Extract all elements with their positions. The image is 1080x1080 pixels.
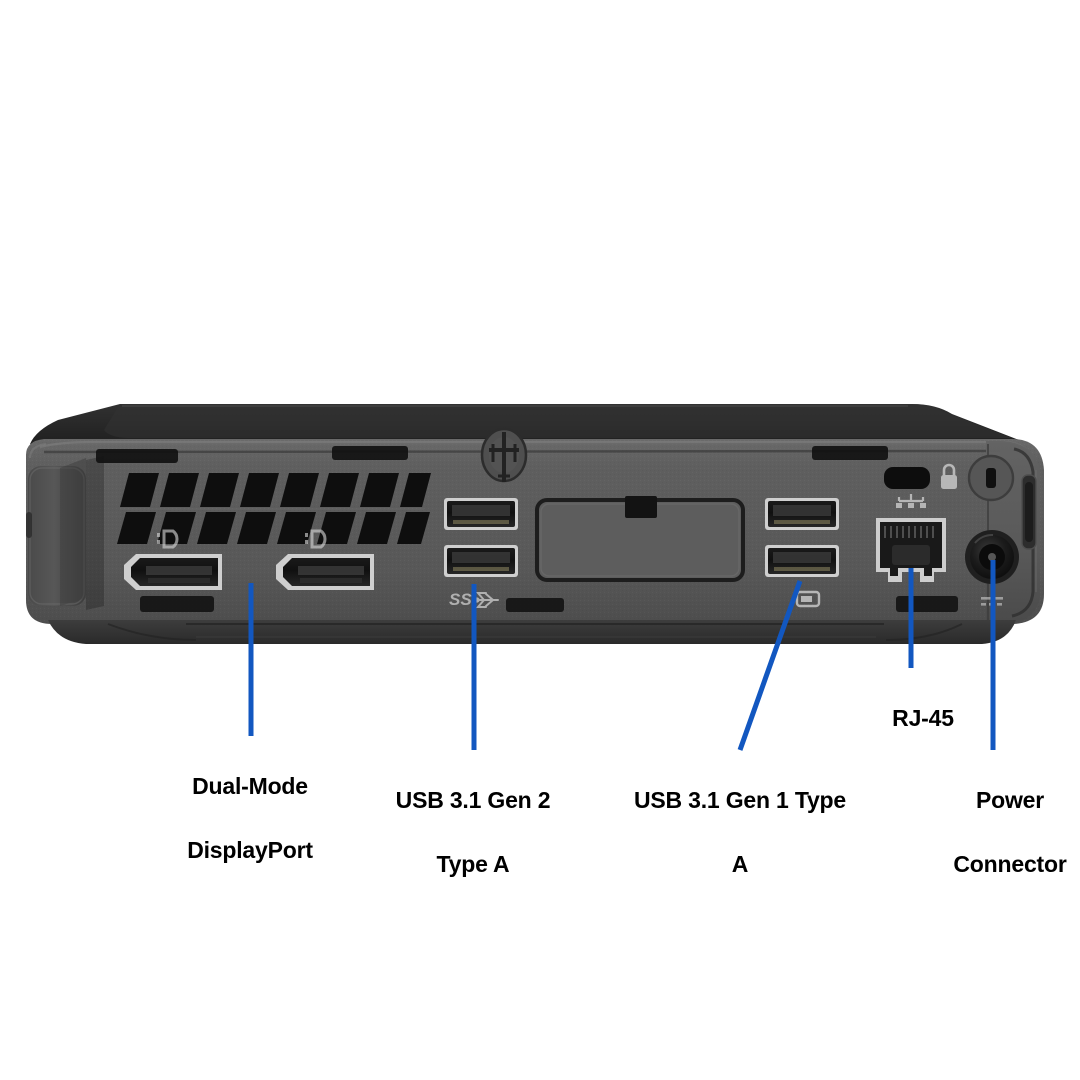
usb-flashing-icon [795, 590, 821, 608]
displayport-icon [305, 529, 327, 549]
usb-gen1-port-bottom[interactable] [765, 545, 839, 577]
callout-line: USB 3.1 Gen 1 Type [634, 787, 846, 813]
top-tab-mid [332, 446, 408, 460]
bottom-tab-3 [896, 596, 958, 612]
expansion-blank-panel[interactable] [535, 496, 745, 582]
ethernet-group [876, 494, 946, 582]
displayport-icon [157, 529, 179, 549]
rj45-port[interactable] [876, 518, 946, 582]
callout-line: Dual-Mode [192, 773, 308, 799]
usb-gen2-group: SS [444, 498, 518, 609]
top-tab-right [812, 446, 888, 460]
usb-superspeed-icon: SS [449, 590, 499, 609]
dc-power-jack[interactable] [965, 530, 1019, 584]
security-lock-group [884, 463, 957, 489]
usb-gen2-port-bottom[interactable] [444, 545, 518, 577]
svg-text:SS: SS [449, 590, 472, 609]
callout-label-usb-3-1-gen-1-type-a: USB 3.1 Gen 1 Type A [620, 752, 860, 912]
displayport-group [124, 529, 374, 590]
usb-gen1-group [765, 498, 839, 608]
chassis-base-foot [48, 620, 1016, 644]
usb-gen1-port-top[interactable] [765, 498, 839, 530]
callout-leaders [248, 560, 996, 751]
callout-line: RJ-45 [892, 705, 954, 731]
padlock-icon [941, 463, 957, 489]
bottom-tab-2 [506, 598, 564, 612]
leader-usb-3-1-gen-1-type-a [737, 580, 803, 751]
callout-line: Power [975, 787, 1045, 813]
callout-line: A [731, 851, 749, 877]
displayport-1[interactable] [124, 554, 222, 590]
callout-line: Type A [436, 851, 510, 877]
callout-line: DisplayPort [187, 837, 313, 863]
callout-label-rj-45: RJ-45 [838, 670, 1008, 766]
usb-gen2-port-top[interactable] [444, 498, 518, 530]
top-tab-left [96, 449, 178, 463]
power-group [965, 454, 1037, 606]
exhaust-vent [117, 473, 431, 544]
callout-label-power-connector: Power Connector [930, 752, 1080, 912]
security-lock-slot[interactable] [884, 467, 930, 489]
callout-label-dual-mode-displayport: Dual-Mode DisplayPort [130, 738, 370, 898]
callout-line: USB 3.1 Gen 2 [395, 787, 551, 813]
screw-icon [480, 427, 528, 483]
network-icon [896, 494, 926, 508]
callout-label-usb-3-1-gen-2-type-a: USB 3.1 Gen 2 Type A [358, 752, 588, 912]
callout-line: Connector [953, 851, 1067, 877]
aux-round-port[interactable] [967, 454, 1015, 502]
displayport-2[interactable] [276, 554, 374, 590]
bottom-tab-1 [140, 596, 214, 612]
antenna-cap [26, 458, 86, 606]
